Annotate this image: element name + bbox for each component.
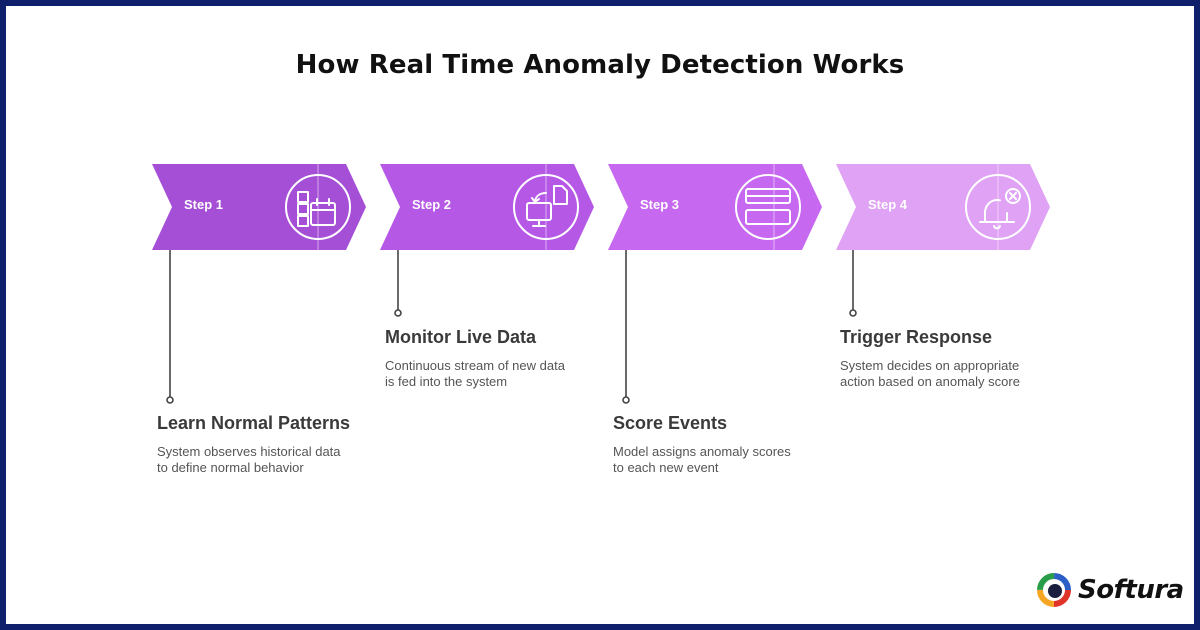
layout-calendar-icon: [285, 174, 351, 240]
softura-logo-text: Softura: [1078, 575, 1184, 605]
stacked-cards-icon: [735, 174, 801, 240]
step-2-chevron: Step 2: [380, 164, 594, 250]
step-3-text: Score Events Model assigns anomaly score…: [613, 413, 843, 476]
step-1-label: Step 1: [184, 197, 223, 212]
step-3-label: Step 3: [640, 197, 679, 212]
step-1-heading: Learn Normal Patterns: [157, 413, 351, 433]
step-4-chevron: Step 4: [836, 164, 1050, 250]
step-2-text: Monitor Live Data Continuous stream of n…: [385, 327, 615, 390]
step-1-text: Learn Normal Patterns System observes hi…: [157, 413, 387, 476]
step-3-heading: Score Events: [613, 413, 728, 433]
step-2-heading: Monitor Live Data: [385, 327, 537, 347]
connector-lines: [166, 250, 857, 404]
step-4-label: Step 4: [868, 197, 908, 212]
step-4-description: System decides on appropriate action bas…: [840, 358, 1020, 389]
step-3-description: Model assigns anomaly scores to each new…: [613, 444, 791, 475]
step-2-label: Step 2: [412, 197, 451, 212]
bell-cancel-icon: [965, 174, 1031, 240]
softura-logo: Softura: [1036, 570, 1184, 610]
step-4-text: Trigger Response System decides on appro…: [840, 327, 1070, 390]
step-3-chevron: Step 3: [608, 164, 822, 250]
steps-diagram: Step 1 Step 2: [152, 164, 1050, 404]
connector-dot-step-3: [622, 396, 630, 404]
step-1-chevron: Step 1: [152, 164, 366, 250]
connector-dot-step-4: [849, 309, 857, 317]
infographic-canvas: How Real Time Anomaly Detection Works St…: [6, 6, 1194, 624]
softura-logo-icon: [1037, 573, 1071, 607]
step-2-description: Continuous stream of new data is fed int…: [385, 358, 565, 389]
monitor-document-icon: [513, 174, 579, 240]
step-1-description: System observes historical data to defin…: [157, 444, 341, 475]
page-title: How Real Time Anomaly Detection Works: [295, 50, 905, 80]
connector-dot-step-2: [394, 309, 402, 317]
connector-dot-step-1: [166, 396, 174, 404]
step-4-heading: Trigger Response: [840, 327, 993, 347]
